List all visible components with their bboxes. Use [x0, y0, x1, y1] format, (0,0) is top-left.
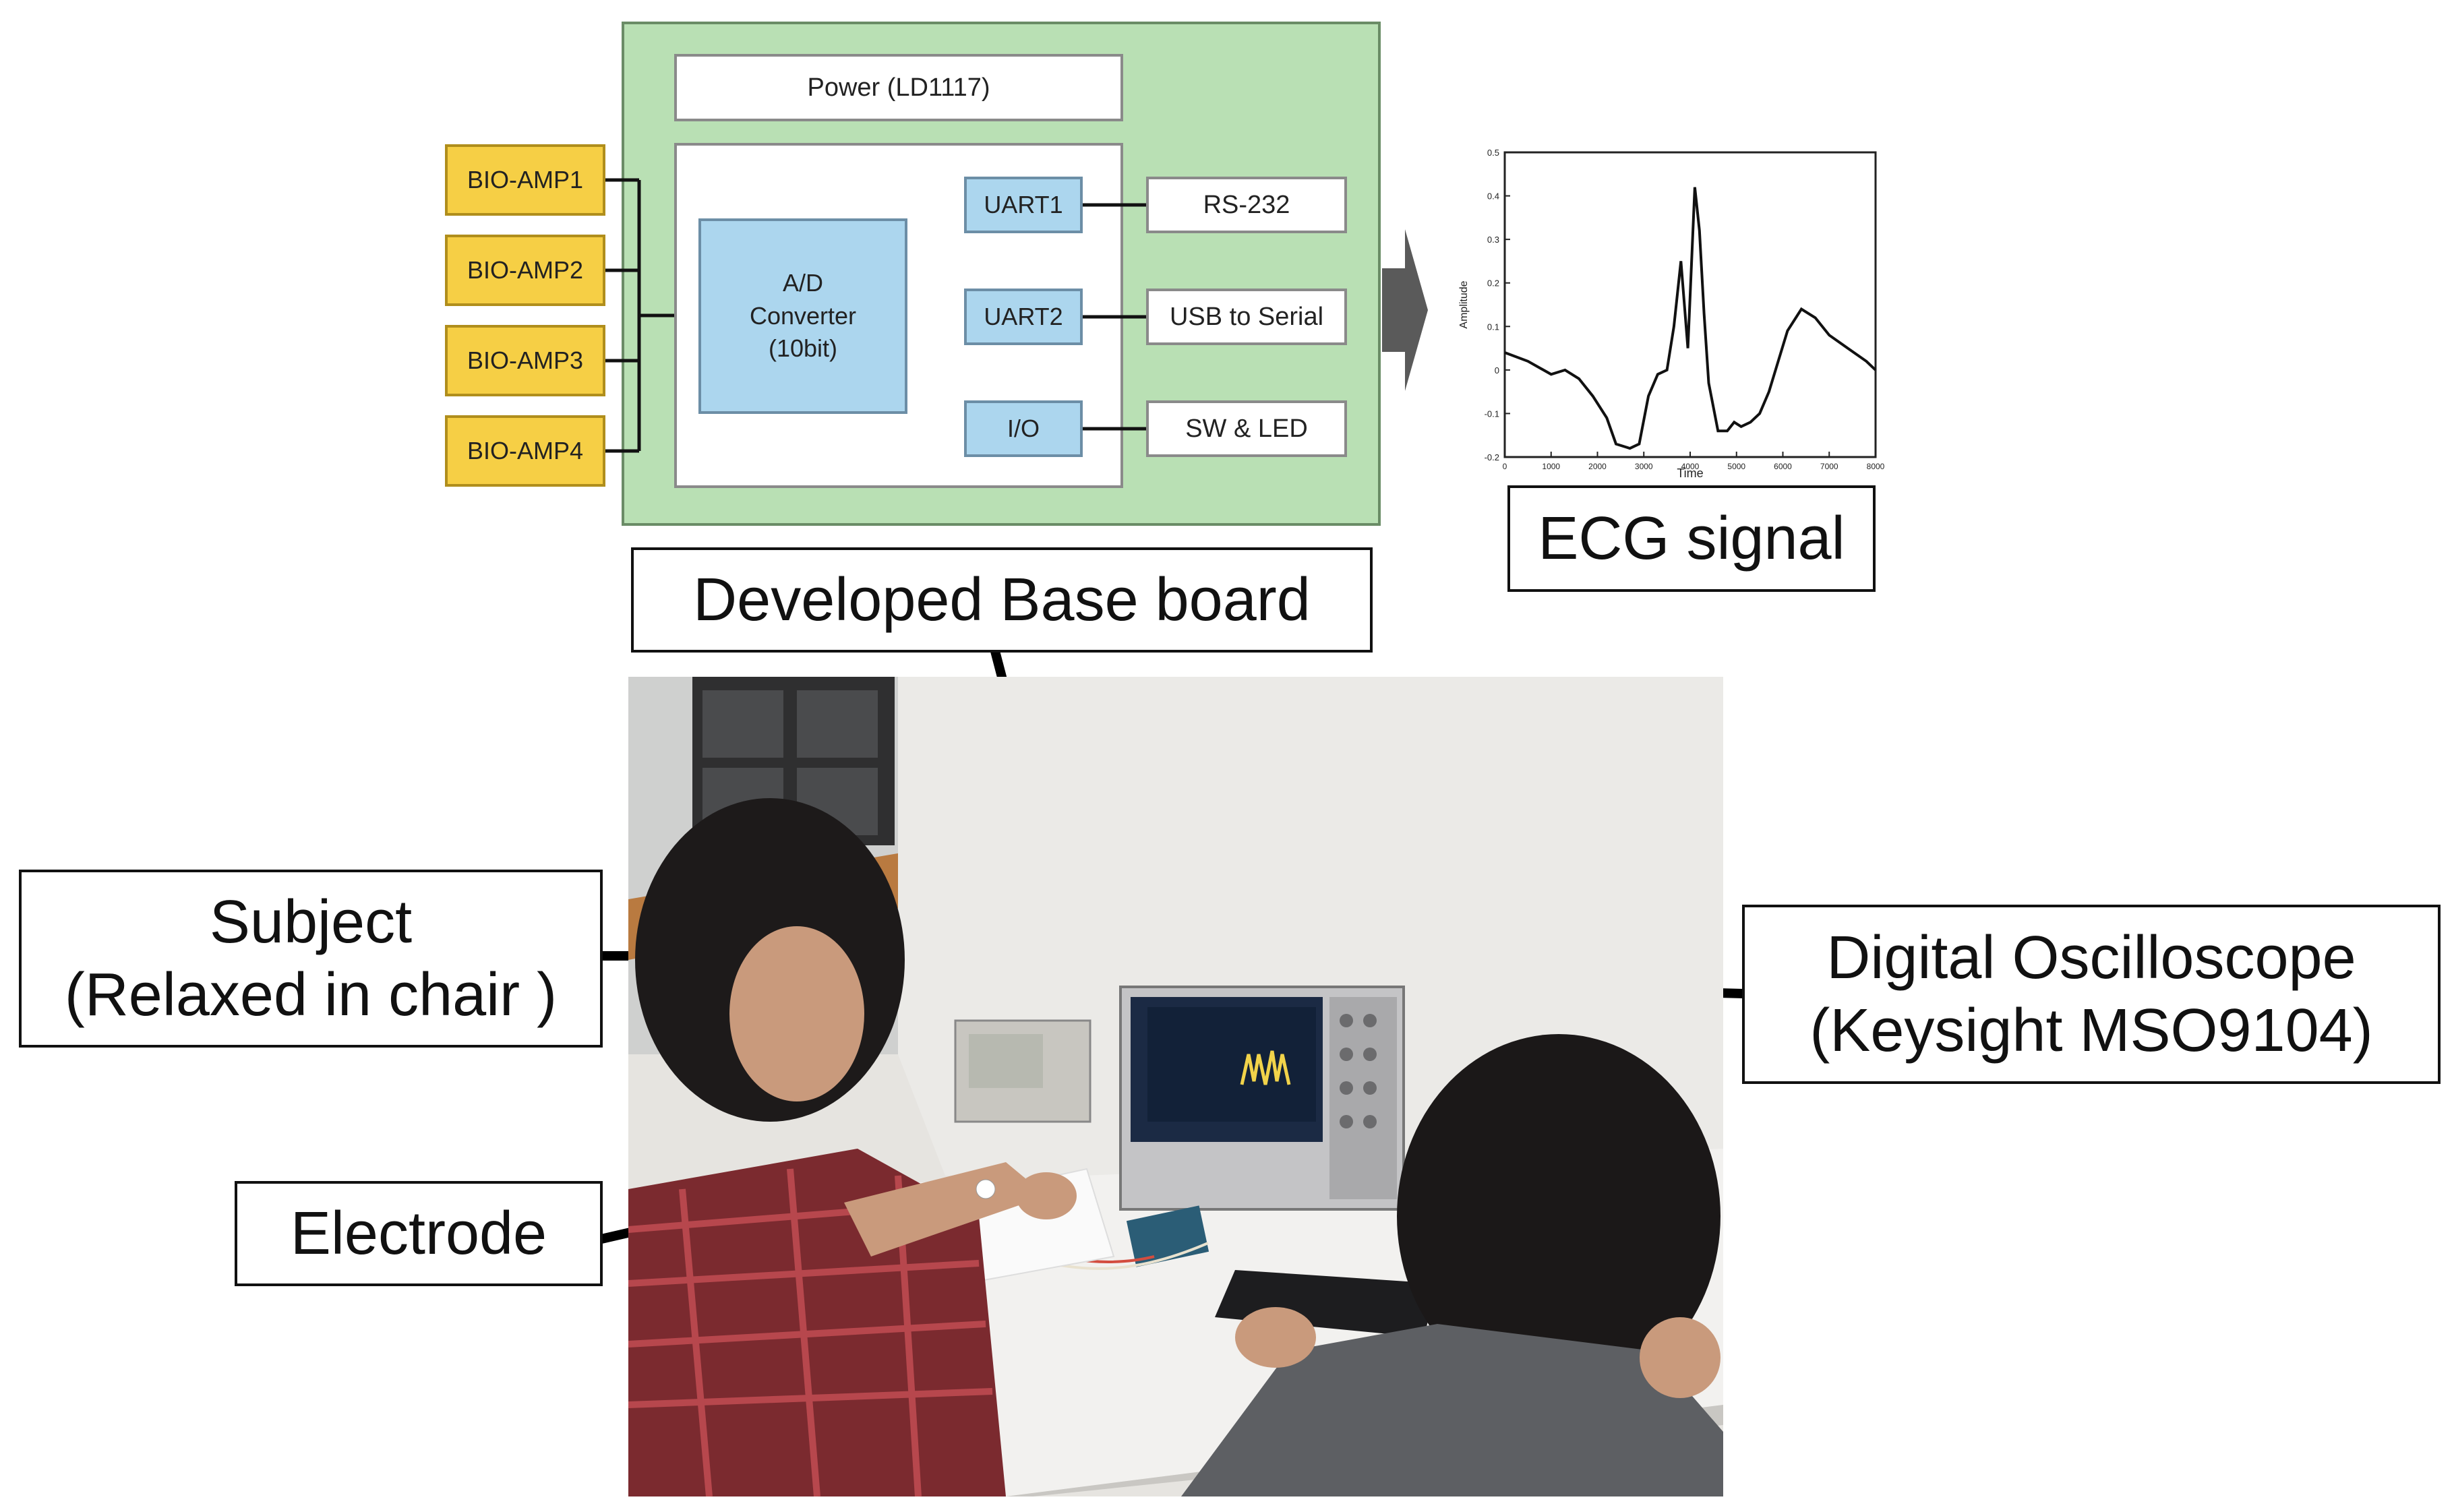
oscilloscope-text-2: (Keysight MSO9104) — [1809, 997, 2373, 1064]
bio-amp-1-label: BIO-AMP1 — [467, 166, 584, 193]
ecg-signal-text: ECG signal — [1538, 505, 1845, 572]
oscilloscope-label: Digital Oscilloscope (Keysight MSO9104) — [1742, 905, 2441, 1084]
ecg-ytick-label: 0.4 — [1487, 191, 1499, 202]
ecg-ytick-label: -0.2 — [1485, 452, 1499, 462]
ecg-ytick-label: 0.2 — [1487, 278, 1499, 289]
subject-text-1: Subject — [209, 888, 413, 956]
rs232-box: RS-232 — [1146, 177, 1347, 233]
usb-serial-label: USB to Serial — [1169, 302, 1324, 331]
ecg-series-line — [1504, 187, 1877, 450]
io-box: I/O — [964, 400, 1083, 457]
ecg-xtick-label: 1000 — [1542, 462, 1560, 471]
electrode-label: Electrode — [235, 1181, 603, 1286]
bio-amp-4: BIO-AMP4 — [445, 415, 605, 487]
bio-amp-2-label: BIO-AMP2 — [467, 256, 584, 284]
output-arrow — [1382, 229, 1428, 391]
oscilloscope-text-1: Digital Oscilloscope — [1826, 924, 2356, 992]
subject-text-2: (Relaxed in chair ) — [64, 961, 558, 1029]
ecg-xtick-label: 3000 — [1635, 462, 1653, 471]
electrode-text: Electrode — [290, 1200, 547, 1267]
uart1-box: UART1 — [964, 177, 1083, 233]
ecg-ylabel: Amplitude — [1458, 280, 1470, 328]
uart2-box: UART2 — [964, 289, 1083, 345]
usb-serial-box: USB to Serial — [1146, 289, 1347, 345]
bio-amp-4-label: BIO-AMP4 — [467, 437, 584, 464]
ecg-xtick-label: 6000 — [1774, 462, 1792, 471]
bio-amp-2: BIO-AMP2 — [445, 235, 605, 306]
uart1-label: UART1 — [984, 191, 1063, 218]
adc-label-3: (10bit) — [768, 334, 838, 363]
ecg-xtick-label: 0 — [1503, 462, 1507, 471]
ecg-ytick-label: 0.1 — [1487, 322, 1499, 332]
adc-label-1: A/D — [782, 269, 823, 297]
ecg-xtick-label: 2000 — [1588, 462, 1607, 471]
power-box: Power (LD1117) — [674, 54, 1123, 121]
experiment-photo — [628, 677, 1723, 1496]
sw-led-label: SW & LED — [1185, 414, 1308, 443]
bio-amp-3-label: BIO-AMP3 — [467, 346, 584, 374]
ecg-xtick-label: 7000 — [1820, 462, 1838, 471]
ecg-ytick-label: 0.5 — [1487, 148, 1499, 158]
ecg-ytick-label: 0 — [1495, 365, 1499, 375]
ecg-ytick-label: 0.3 — [1487, 235, 1499, 245]
adc-box: A/D Converter (10bit) — [698, 218, 907, 414]
sw-led-box: SW & LED — [1146, 400, 1347, 457]
ecg-xlabel: Time — [1677, 466, 1703, 480]
adc-label-2: Converter — [749, 301, 857, 330]
ecg-xtick-label: 4000 — [1681, 462, 1700, 471]
uart2-label: UART2 — [984, 303, 1063, 330]
ecg-xtick-label: 8000 — [1867, 462, 1885, 471]
io-label: I/O — [1007, 415, 1040, 442]
rs232-label: RS-232 — [1203, 190, 1290, 219]
subject-label: Subject (Relaxed in chair ) — [19, 870, 603, 1048]
base-board-label: Developed Base board — [631, 547, 1373, 653]
bio-amp-3: BIO-AMP3 — [445, 325, 605, 396]
base-board-text: Developed Base board — [693, 566, 1311, 634]
bio-amp-1: BIO-AMP1 — [445, 144, 605, 216]
ecg-ytick-label: -0.1 — [1485, 409, 1499, 419]
ecg-plot: 0.5 0.4 0.3 0.2 0.1 0 -0.1 -0.2 0 1000 2000 3000 40… — [1458, 148, 1885, 480]
ecg-xtick-label: 5000 — [1727, 462, 1745, 471]
ecg-signal-label: ECG signal — [1507, 485, 1876, 592]
power-label: Power (LD1117) — [807, 73, 990, 102]
